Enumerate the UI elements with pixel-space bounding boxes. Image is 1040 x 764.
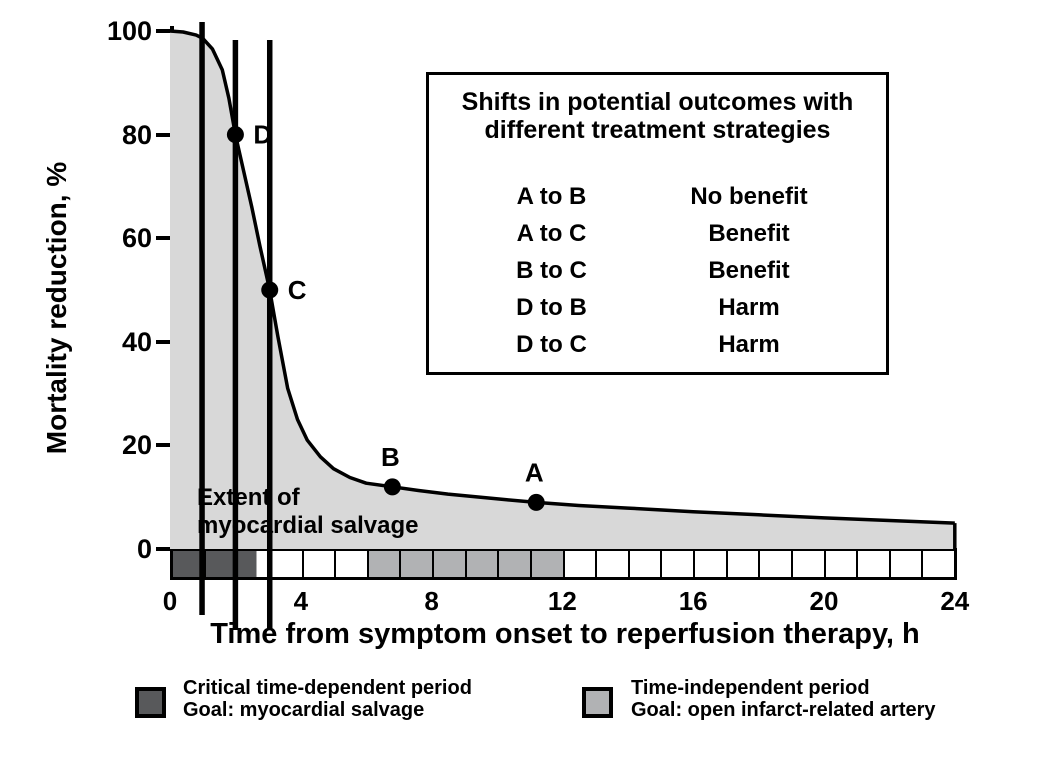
outcome-label: No benefit [690,183,808,210]
outcome-label: Harm [718,331,780,358]
outcomes-table: A to B No benefit A to C Benefit B to C … [429,178,886,363]
shift-label: A to C [516,220,587,247]
time-band-cell [597,551,630,577]
shift-label: D to C [516,331,587,358]
x-tick-label: 4 [293,586,309,616]
x-axis-title: Time from symptom onset to reperfusion t… [210,618,920,650]
y-tick-label: 20 [121,430,152,461]
y-tick-label: 40 [121,326,152,357]
x-tick-label: 16 [678,586,708,616]
outcomes-box-title-line2: different treatment strategies [484,116,831,144]
critical-period-line2: Goal: myocardial salvage [183,699,425,721]
point-dot-B [383,478,401,496]
time-band-cell [760,551,793,577]
time-independent-period-legend: Time-independent period Goal: open infar… [631,677,936,721]
time-band-cell [401,551,434,577]
outcome-label: Benefit [708,257,790,284]
time-band-cell [858,551,891,577]
time-band-cell [792,551,826,577]
time-band-cell [923,551,954,577]
time-band-cell [890,551,924,577]
extent-annotation-line: Extent of [197,484,301,511]
critical-period-swatch [135,687,166,718]
y-tick-label: 100 [106,16,152,46]
time-band-cell [695,551,728,577]
time-band-cell [499,551,532,577]
x-tick-label: 20 [809,586,839,616]
x-tick-label: 0 [162,586,178,616]
time-independent-line1: Time-independent period [631,677,870,699]
time-band-cell [662,551,695,577]
shift-label: D to B [516,294,587,321]
outcome-label: Benefit [708,220,790,247]
time-band-cell [727,551,761,577]
y-axis-title: Mortality reduction, % [41,161,72,455]
point-label-C: C [288,275,307,305]
y-tick-label: 0 [136,534,152,564]
point-label-A: A [525,457,544,487]
point-dot-D [226,126,244,144]
y-tick-mark [156,547,170,551]
time-independent-line2: Goal: open infarct-related artery [631,699,936,721]
y-tick-mark [156,132,170,137]
time-band-cell [466,551,500,577]
extent-annotation-line: myocardial salvage [197,512,418,539]
outcomes-box-title: Shifts in potential outcomes with differ… [429,88,886,144]
time-band-cell [368,551,402,577]
y-axis-line [170,26,174,580]
time-band-cell [205,551,239,577]
time-band-cell [629,551,663,577]
y-tick-mark [156,236,170,241]
critical-period-line1: Critical time-dependent period [183,677,472,699]
time-period-band [170,548,957,580]
time-band-cell [434,551,467,577]
y-tick-label: 60 [121,223,152,254]
time-band-cell [825,551,859,577]
time-band-cell [238,551,271,577]
outcomes-box-title-line1: Shifts in potential outcomes with [461,88,854,116]
x-tick-label: 12 [547,586,577,616]
y-tick-mark [156,339,170,344]
time-band-cell [336,551,369,577]
time-band-cell [564,551,598,577]
time-independent-period-swatch [582,687,613,718]
x-tick-label: 24 [940,586,970,616]
shift-label: A to B [516,183,587,210]
time-band-cell [531,551,565,577]
point-label-D: D [253,120,272,150]
critical-period-legend: Critical time-dependent period Goal: myo… [183,677,472,721]
point-label-B: B [381,442,400,472]
outcomes-legend-box: Shifts in potential outcomes with differ… [426,72,889,375]
x-tick-label: 8 [424,586,439,616]
y-tick-mark [156,443,170,448]
time-band-cell [173,551,206,577]
point-dot-A [527,493,545,511]
shift-label: B to C [516,257,587,284]
time-band-cell [270,551,304,577]
time-band-cell [303,551,337,577]
point-dot-C [261,281,279,299]
y-tick-mark [156,29,170,33]
outcome-label: Harm [718,294,780,321]
y-tick-label: 80 [121,119,152,150]
